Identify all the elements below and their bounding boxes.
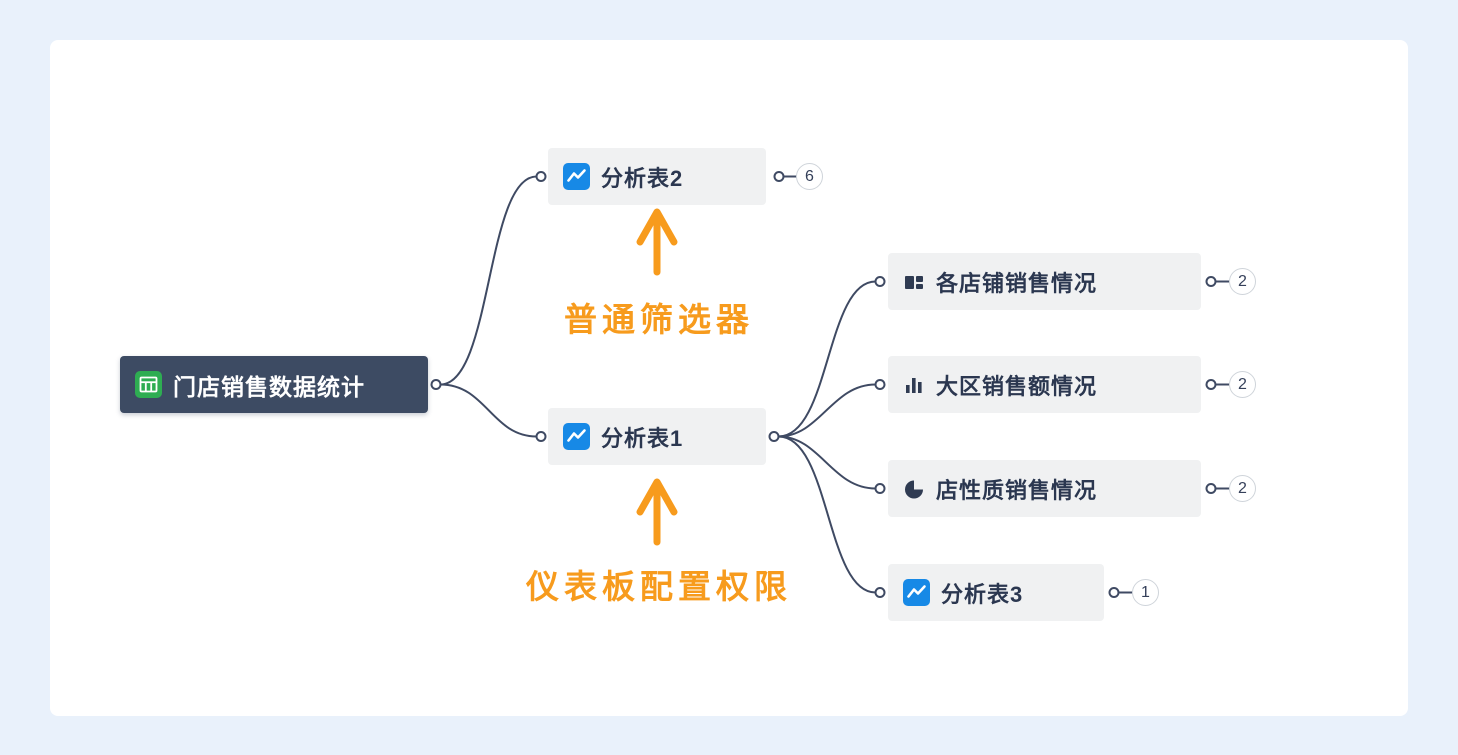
node-label: 分析表1: [601, 425, 684, 451]
node-store-type-sales[interactable]: 店性质销售情况: [888, 460, 1201, 517]
badge-count-shop-sales[interactable]: 2: [1229, 268, 1256, 295]
badge-count-region-sales[interactable]: 2: [1229, 371, 1256, 398]
node-label: 店性质销售情况: [936, 477, 1098, 503]
node-analysis-table-2[interactable]: 分析表2: [548, 148, 766, 205]
dashboard-icon: [905, 275, 923, 289]
pie-chart-icon: [905, 480, 923, 498]
node-label: 各店铺销售情况: [936, 270, 1098, 296]
node-label: 分析表2: [601, 165, 684, 191]
badge-count-analysis2[interactable]: 6: [796, 163, 823, 190]
bar-chart-icon: [906, 377, 922, 393]
badge-count-store-type-sales[interactable]: 2: [1229, 475, 1256, 502]
annotation-text-dashboard-permission: 仪表板配置权限: [526, 568, 792, 605]
badge-count-analysis3[interactable]: 1: [1132, 579, 1159, 606]
annotation-text-normal-filter: 普通筛选器: [564, 301, 754, 338]
node-label: 门店销售数据统计: [173, 373, 365, 400]
node-analysis-table-1[interactable]: 分析表1: [548, 408, 766, 465]
node-label: 分析表3: [941, 581, 1024, 607]
node-label: 大区销售额情况: [936, 373, 1098, 399]
node-root-store-sales[interactable]: 门店销售数据统计: [120, 356, 428, 413]
node-analysis-table-3[interactable]: 分析表3: [888, 564, 1104, 621]
line-chart-icon: [563, 163, 590, 190]
line-chart-icon: [903, 579, 930, 606]
line-chart-icon: [563, 423, 590, 450]
node-region-sales[interactable]: 大区销售额情况: [888, 356, 1201, 413]
node-shop-sales[interactable]: 各店铺销售情况: [888, 253, 1201, 310]
spreadsheet-table-icon: [135, 371, 162, 398]
